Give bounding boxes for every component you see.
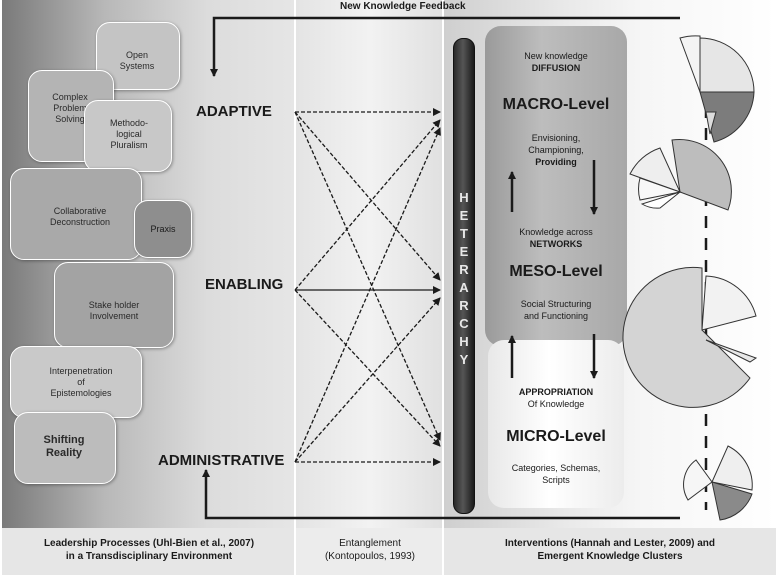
networks-text: Knowledge across NETWORKS (490, 226, 622, 250)
level-administrative: ADMINISTRATIVE (158, 452, 285, 469)
knowledge-cluster (622, 266, 758, 408)
meso-level-title: MESO-Level (509, 263, 603, 280)
footer-line: Interventions (Hannah and Lester, 2009) … (504, 538, 716, 549)
footer-line: (Kontopoulos, 1993) (324, 551, 416, 562)
knowledge-cluster (629, 138, 732, 211)
diffusion-text: New knowledge DIFFUSION (490, 50, 622, 74)
puzzle-piece-interpenetration (10, 346, 142, 418)
footer-line: Entanglement (339, 538, 401, 549)
macro-line: Championing, (528, 145, 584, 155)
puzzle-interpenetration-text: Interpenetration of Epistemologies (46, 366, 116, 399)
puzzle-open-systems-text: Open Systems (112, 50, 162, 72)
puzzle-piece-methodological-pluralism (84, 100, 172, 172)
footer-right-text: Interventions (Hannah and Lester, 2009) … (444, 537, 776, 563)
feedback-label: New Knowledge Feedback (340, 1, 466, 12)
heterarchy-letter: H E T E R A R C H Y (459, 190, 469, 367)
entangle-arrow (294, 111, 441, 441)
micro-level-text: Categories, Schemas, Scripts (490, 462, 622, 486)
piece-line: Open (125, 50, 149, 60)
puzzle-piece-shifting-reality (14, 412, 116, 484)
piece-line: Problem (53, 103, 87, 113)
micro-level-title: MICRO-Level (506, 428, 606, 445)
networks-line-2: NETWORKS (529, 239, 583, 249)
piece-line: Involvement (89, 311, 139, 321)
footer-line: Leadership Processes (Uhl-Bien et al., 2… (43, 538, 255, 549)
feedback-arrow-bottom (202, 469, 680, 520)
networks-line-1: Knowledge across (519, 227, 593, 237)
middle-panel (296, 0, 444, 528)
macro-line: Providing (535, 157, 577, 167)
appropriation-line-2: Of Knowledge (527, 399, 585, 409)
piece-line: logical (116, 129, 142, 139)
heterarchy-bar: H E T E R A R C H Y (453, 38, 475, 514)
footer-left-text: Leadership Processes (Uhl-Bien et al., 2… (2, 537, 296, 563)
puzzle-stakeholder-text: Stake holder Involvement (84, 300, 144, 322)
footer-right (444, 528, 776, 575)
level-enabling: ENABLING (205, 276, 284, 293)
diffusion-line-2: DIFFUSION (531, 63, 581, 73)
piece-line: Complex (52, 92, 88, 102)
puzzle-collaborative-text: Collaborative Deconstruction (42, 206, 118, 228)
knowledge-cluster (683, 445, 753, 521)
puzzle-piece-praxis (134, 200, 192, 258)
diffusion-line-1: New knowledge (524, 51, 588, 61)
footer-line: Emergent Knowledge Clusters (537, 551, 683, 562)
entangle-arrow (294, 119, 441, 291)
appropriation-text: APPROPRIATION Of Knowledge (490, 386, 622, 410)
feedback-arrow-top (210, 16, 680, 77)
micro-line: Categories, Schemas, (511, 463, 601, 473)
knowledge-cluster (679, 35, 755, 143)
cylinder-lower (488, 340, 624, 508)
entangle-arrow (294, 111, 441, 281)
footer-left (2, 528, 296, 575)
meso-line: and Functioning (523, 311, 589, 321)
piece-line: of (77, 377, 85, 387)
piece-line: Reality (45, 447, 83, 459)
piece-line: Systems (119, 61, 155, 71)
macro-line: Envisioning, (531, 133, 581, 143)
piece-line: Stake holder (88, 300, 140, 310)
piece-line: Collaborative (53, 206, 107, 216)
meso-level-text: Social Structuring and Functioning (490, 298, 622, 322)
footer-line: in a Transdisciplinary Environment (65, 551, 233, 562)
piece-line: Shifting (43, 434, 85, 446)
piece-line: Pluralism (110, 140, 148, 150)
macro-level-text: Envisioning, Championing, Providing (520, 132, 592, 168)
entangle-arrow (294, 289, 441, 447)
piece-line: Methodo- (109, 118, 149, 128)
puzzle-methodological-text: Methodo- logical Pluralism (104, 118, 154, 151)
macro-level-title: MACRO-Level (502, 96, 610, 113)
level-adaptive: ADAPTIVE (196, 103, 272, 120)
footer-middle (296, 528, 444, 575)
cylinder-upper (485, 26, 627, 346)
piece-line: Praxis (150, 224, 176, 234)
footer-middle-text: Entanglement (Kontopoulos, 1993) (296, 537, 444, 563)
panel-divider (294, 0, 296, 575)
panel-divider (442, 0, 444, 575)
piece-line: Epistemologies (50, 388, 112, 398)
entangle-arrow (294, 297, 441, 463)
entangle-arrow (294, 127, 441, 463)
puzzle-shifting-text: Shifting Reality (34, 434, 94, 460)
micro-line: Scripts (542, 475, 570, 485)
piece-line: Solving (55, 114, 85, 124)
puzzle-complex-text: Complex Problem Solving (40, 92, 100, 125)
meso-line: Social Structuring (520, 299, 592, 309)
piece-line: Interpenetration (49, 366, 113, 376)
puzzle-praxis-text: Praxis (146, 224, 180, 235)
heterarchy-label: H E T E R A R C H Y (454, 189, 474, 369)
piece-line: Deconstruction (49, 217, 111, 227)
appropriation-line-1: APPROPRIATION (518, 387, 594, 397)
puzzle-piece-stakeholder-involvement (54, 262, 174, 348)
